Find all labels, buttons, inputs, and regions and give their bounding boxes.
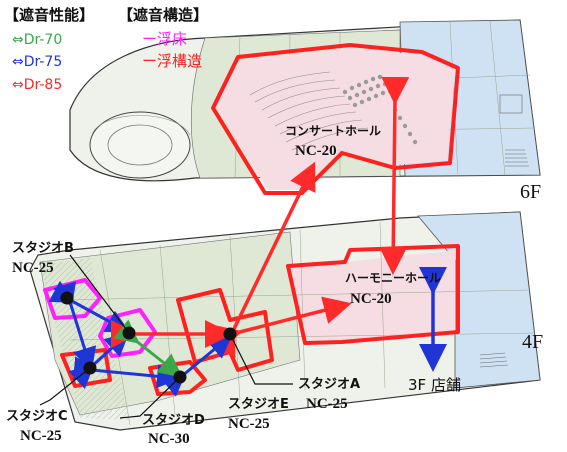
studio-c-label: スタジオC (6, 409, 68, 424)
concert-hall-label: コンサートホール (285, 124, 381, 138)
studio-a-label: スタジオA (298, 377, 360, 392)
arrow-concert-harmony (379, 76, 410, 275)
studio-c-nc: NC-25 (20, 428, 62, 444)
leader-lines (39, 254, 293, 419)
legend-floating-floor: ー浮床 (142, 30, 187, 48)
studio-b-nc: NC-25 (12, 260, 54, 276)
harmony-hall-label: ハーモニーホール (345, 271, 441, 285)
legend-floating-structure: ー浮構造 (142, 52, 202, 70)
concert-hall-nc: NC-20 (295, 143, 337, 159)
arrow-green-bd (113, 319, 183, 378)
studio-b-label: スタジオB (12, 241, 74, 256)
studio-d-label: スタジオD (142, 413, 205, 428)
harmony-hall-nc: NC-20 (350, 291, 392, 307)
studio-d-nc: NC-30 (148, 431, 190, 447)
shop-3f-label: 3F 店舗 (408, 376, 461, 394)
legend-dr85: ⇔Dr-85 (12, 77, 62, 93)
legend-dr75: ⇔Dr-75 (12, 54, 62, 70)
arrow-studio-harmony (212, 296, 352, 352)
legend-perf-title: 【遮音性能】 (4, 6, 94, 24)
legend-dr70: ⇔Dr-70 (12, 32, 62, 48)
floor-6f-plan (69, 19, 541, 195)
studio-e-nc: NC-25 (228, 416, 270, 432)
connections (48, 76, 447, 397)
studio-a-nc: NC-25 (306, 396, 348, 412)
floor-label-6f: 6F (520, 181, 541, 203)
floor-label-4f: 4F (522, 331, 543, 353)
legend-struct-title: 【遮音構造】 (118, 6, 208, 24)
studio-e-label: スタジオE (228, 397, 289, 412)
